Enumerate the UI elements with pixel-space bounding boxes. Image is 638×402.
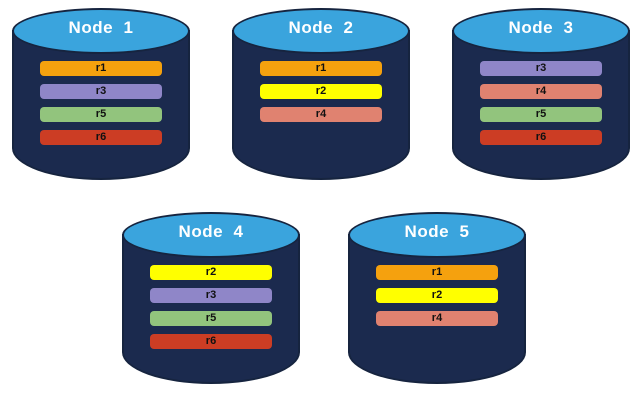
replica-bar[interactable]: r3 [150, 288, 272, 303]
replica-bar[interactable]: r2 [150, 265, 272, 280]
cylinder-top-ellipse [12, 8, 190, 54]
node-title: Node 5 [404, 222, 470, 241]
cylinder-top-ellipse [232, 8, 410, 54]
replica-bar[interactable]: r4 [260, 107, 382, 122]
replica-bar[interactable]: r1 [376, 265, 498, 280]
cylinder-body [452, 30, 630, 180]
replica-bar[interactable]: r5 [40, 107, 162, 122]
replica-bar[interactable]: r4 [480, 84, 602, 99]
replica-bar[interactable]: r1 [260, 61, 382, 76]
node-title: Node 1 [68, 18, 134, 37]
replica-bar[interactable]: r5 [480, 107, 602, 122]
replica-bar[interactable]: r3 [40, 84, 162, 99]
replica-bar[interactable]: r6 [480, 130, 602, 145]
replica-bar[interactable]: r3 [480, 61, 602, 76]
replica-list: r1 r2 r4 [376, 265, 498, 334]
database-node-2[interactable]: Node 2 r1 r2 r4 [232, 8, 410, 185]
cylinder-top-ellipse [122, 212, 300, 258]
replica-bar[interactable]: r6 [40, 130, 162, 145]
replica-bar[interactable]: r2 [376, 288, 498, 303]
node-title: Node 3 [508, 18, 574, 37]
replica-list: r2 r3 r5 r6 [150, 265, 272, 357]
database-node-5[interactable]: Node 5 r1 r2 r4 [348, 212, 526, 392]
replica-bar[interactable]: r5 [150, 311, 272, 326]
replica-bar[interactable]: r2 [260, 84, 382, 99]
cylinder-top-ellipse [452, 8, 630, 54]
database-node-1[interactable]: Node 1 r1 r3 r5 r6 [12, 8, 190, 185]
node-title: Node 4 [178, 222, 244, 241]
replica-bar[interactable]: r6 [150, 334, 272, 349]
replica-bar[interactable]: r1 [40, 61, 162, 76]
cylinder-body [122, 234, 300, 384]
replica-list: r1 r2 r4 [260, 61, 382, 130]
replica-bar[interactable]: r4 [376, 311, 498, 326]
node-title: Node 2 [288, 18, 354, 37]
database-node-3[interactable]: Node 3 r3 r4 r5 r6 [452, 8, 630, 185]
database-node-4[interactable]: Node 4 r2 r3 r5 r6 [122, 212, 300, 392]
replica-list: r1 r3 r5 r6 [40, 61, 162, 153]
replica-list: r3 r4 r5 r6 [480, 61, 602, 153]
cylinder-body [232, 30, 410, 180]
cylinder-top-ellipse [348, 212, 526, 258]
